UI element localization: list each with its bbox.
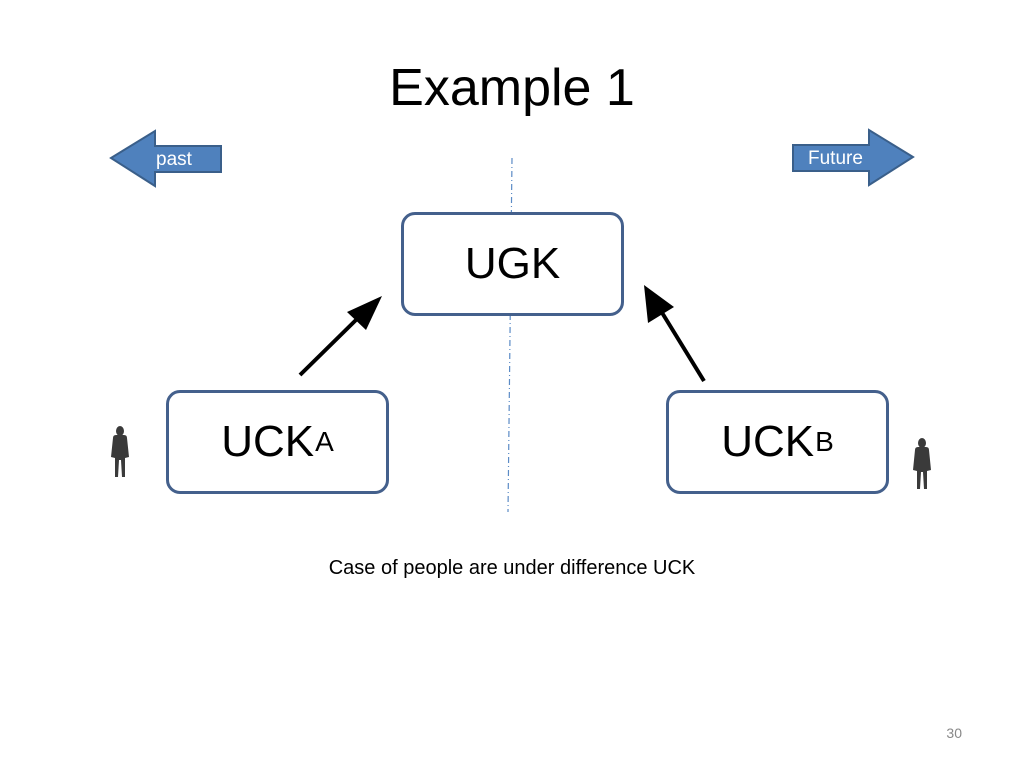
arrow-uck-b-to-ugk — [644, 285, 706, 383]
future-arrow-label: Future — [808, 148, 863, 169]
uck-b-subscript: B — [815, 426, 834, 457]
uck-b-label: UCK — [721, 417, 815, 466]
page-number: 30 — [946, 725, 962, 741]
uck-a-label: UCK — [221, 417, 315, 466]
diagram-caption: Case of people are under difference UCK — [328, 557, 696, 579]
arrow-uck-a-to-ugk — [298, 296, 382, 377]
uck-a-subscript: A — [315, 426, 334, 457]
future-arrow-shape — [792, 128, 915, 187]
slide-title: Example 1 — [389, 59, 635, 117]
person-icon — [111, 426, 129, 477]
past-arrow-label: past — [156, 149, 192, 170]
time-divider-line — [507, 157, 513, 513]
past-arrow-shape — [109, 129, 222, 188]
ugk-label: UGK — [464, 239, 561, 288]
person-icon — [913, 438, 931, 489]
ugk-node: UGK — [401, 212, 624, 316]
